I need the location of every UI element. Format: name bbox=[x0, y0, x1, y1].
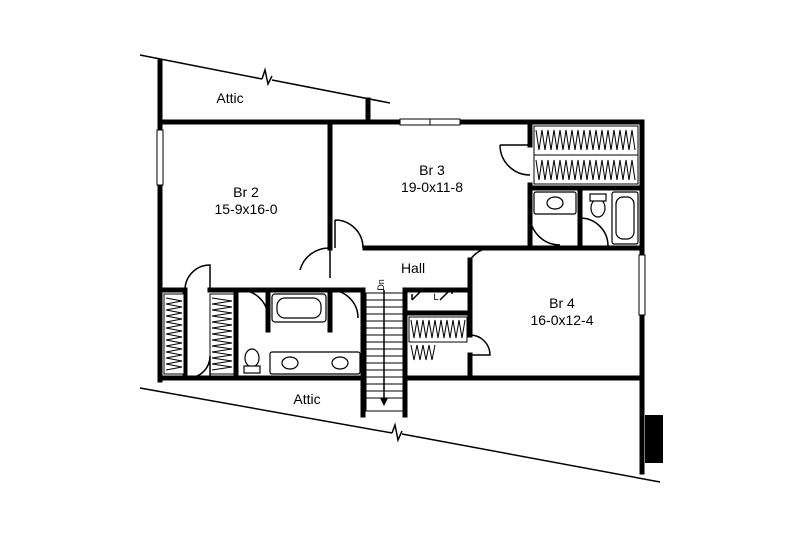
br3-size: 19-0x11-8 bbox=[401, 179, 463, 195]
br2-name: Br 2 bbox=[233, 184, 259, 200]
closet-br2 bbox=[163, 293, 235, 375]
attic-top-area bbox=[139, 54, 391, 125]
closet-br4 bbox=[408, 316, 468, 361]
attic-bottom-area bbox=[139, 375, 663, 483]
linen-closet-label: L bbox=[433, 292, 438, 302]
toilet-icon bbox=[244, 348, 260, 368]
br3-name: Br 3 bbox=[419, 162, 445, 178]
chimney-icon bbox=[645, 415, 663, 463]
stair-direction-label: Dn bbox=[376, 279, 386, 291]
br4-name: Br 4 bbox=[549, 295, 575, 311]
attic-top-label: Attic bbox=[216, 90, 243, 106]
toilet-icon-2 bbox=[590, 198, 606, 218]
closet-br3 bbox=[533, 125, 639, 185]
hall-label: Hall bbox=[401, 260, 425, 276]
interior-walls bbox=[157, 119, 645, 418]
bath-fixtures bbox=[243, 191, 639, 375]
br2-size: 15-9x16-0 bbox=[214, 201, 277, 217]
br4-size: 16-0x12-4 bbox=[530, 312, 593, 328]
doors bbox=[184, 144, 609, 379]
attic-bottom-label: Attic bbox=[293, 391, 320, 407]
staircase bbox=[365, 290, 404, 412]
